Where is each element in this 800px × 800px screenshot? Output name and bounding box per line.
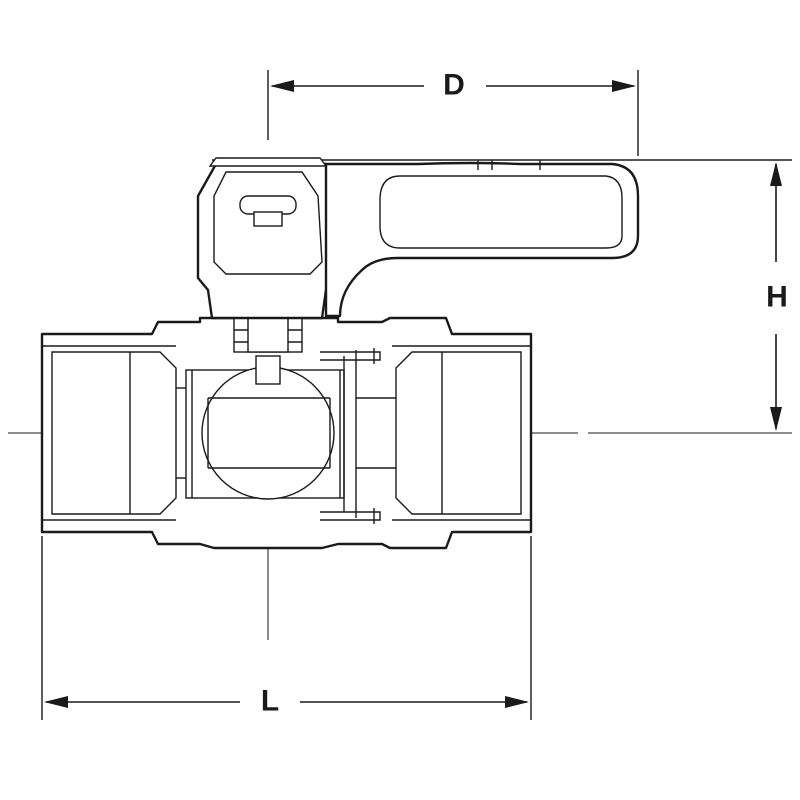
right-port-bore — [395, 351, 522, 515]
h-arrow-bottom — [770, 407, 782, 431]
left-port-bore — [51, 351, 177, 515]
dimension-h: H — [638, 159, 792, 431]
dimension-label-d: D — [443, 69, 465, 102]
hub-top — [208, 157, 328, 167]
ball — [201, 366, 335, 500]
upper-retainer-pin — [320, 351, 381, 361]
stem-cap-neck — [253, 211, 283, 227]
lever-handle — [196, 157, 640, 320]
d-arrow-left — [270, 80, 294, 92]
l-arrow-left — [44, 696, 68, 708]
d-arrow-right — [612, 80, 636, 92]
valve-body — [40, 316, 533, 550]
dimension-d: D — [267, 69, 639, 156]
dimension-label-l: L — [261, 685, 279, 718]
h-arrow-top — [770, 162, 782, 186]
lower-retainer-pin — [320, 511, 381, 521]
dimension-l: L — [41, 536, 532, 720]
dimension-label-h: H — [766, 281, 788, 314]
lever-grip — [379, 175, 623, 249]
stem-tang — [255, 355, 281, 385]
l-arrow-right — [505, 696, 529, 708]
